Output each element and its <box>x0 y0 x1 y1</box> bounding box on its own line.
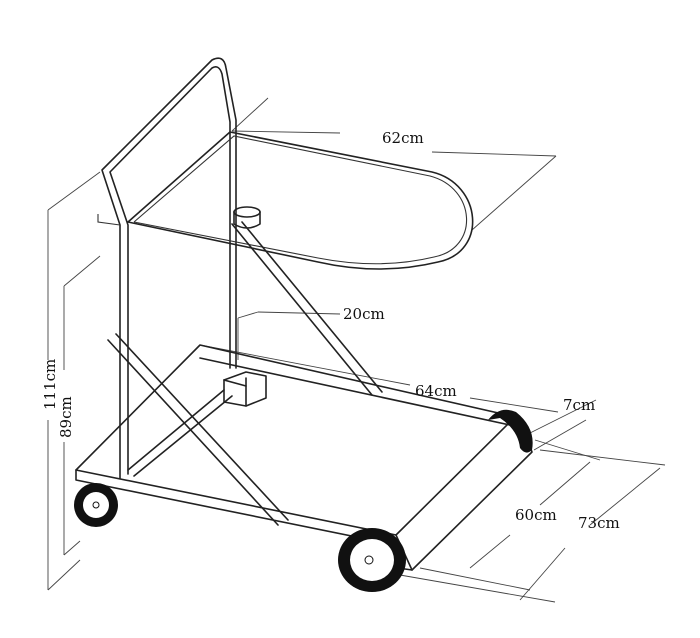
post-block <box>223 371 267 407</box>
label-overall-width: 73cm <box>578 514 620 532</box>
label-tray-length: 62cm <box>382 129 424 147</box>
label-post-height: 20cm <box>343 305 385 323</box>
braces <box>107 221 383 526</box>
label-base-length: 64cm <box>415 382 457 400</box>
label-overall-height: 111cm <box>41 359 59 410</box>
label-base-height: 89cm <box>57 396 75 438</box>
dimension-labels: 62cm 20cm 64cm 7cm 60cm 73cm 111cm 89cm <box>41 129 620 532</box>
wheels <box>74 409 533 592</box>
dimension-lines <box>47 97 666 603</box>
wheel-front-right <box>338 528 406 592</box>
label-wheel-width: 7cm <box>563 396 595 414</box>
handle-frame <box>97 57 237 479</box>
label-base-width: 60cm <box>515 506 557 524</box>
knob <box>233 206 261 229</box>
wheel-back-right <box>488 409 533 453</box>
wheel-front-left <box>74 483 118 527</box>
top-tray <box>127 131 474 270</box>
